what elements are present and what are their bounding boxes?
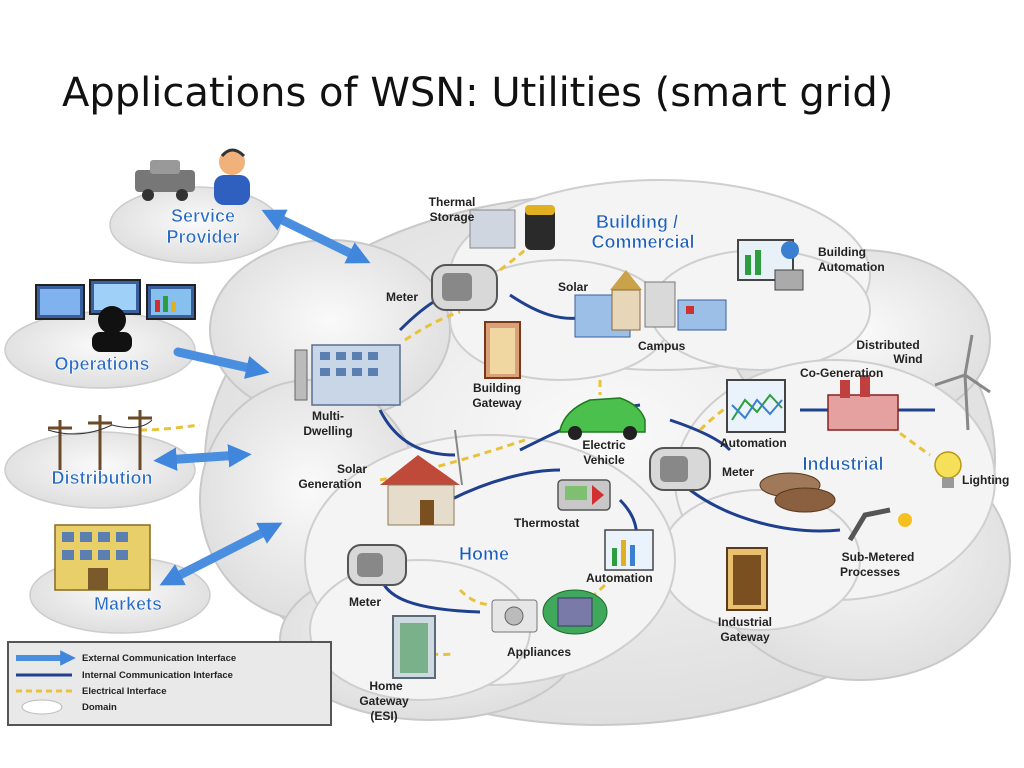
- solar-generation-label-2: Generation: [298, 477, 361, 491]
- multi-dwelling-icon: [294, 344, 401, 406]
- thermal-storage-icon: [469, 205, 555, 250]
- legend-label-domain: Domain: [82, 702, 117, 713]
- house-solar-icon: [380, 429, 463, 526]
- thermostat-label: Thermostat: [514, 516, 579, 530]
- industrial-rolls-icon: [759, 472, 836, 513]
- building-domain-label-2: Commercial: [591, 232, 694, 252]
- industrial-meter-icon: [649, 447, 711, 491]
- truck-icon: [135, 160, 195, 201]
- building-automation-icon: [737, 239, 804, 291]
- appliances-icon: [491, 589, 608, 635]
- electric-vehicle-icon: [559, 397, 646, 440]
- legend-cloud-swatch: [21, 699, 63, 715]
- technician-icon: [214, 148, 250, 205]
- light-bulb-icon: [934, 451, 962, 488]
- co-generation-icon: [827, 375, 899, 431]
- sub-metered-label-1: Sub-Metered: [842, 550, 915, 564]
- building-gateway-icon: [484, 321, 521, 379]
- home-meter-label: Meter: [349, 595, 381, 609]
- distribution-label: Distribution: [52, 468, 153, 488]
- building-automation-label-2: Automation: [818, 260, 885, 274]
- solar-top-label: Solar: [558, 280, 588, 294]
- industrial-automation-icon: [726, 379, 786, 433]
- home-gateway-label-3: (ESI): [370, 709, 397, 723]
- home-gateway-label-2: Gateway: [359, 694, 409, 708]
- building-gateway-label-1: Building: [473, 381, 521, 395]
- home-automation-label: Automation: [586, 571, 653, 585]
- appliances-label: Appliances: [507, 645, 571, 659]
- meter-top-label: Meter: [386, 290, 418, 304]
- power-poles-icon: [47, 410, 153, 470]
- co-generation-label: Co-Generation: [800, 366, 883, 380]
- building-automation-label-1: Building: [818, 245, 866, 259]
- thermal-storage-label-1: Thermal: [429, 195, 476, 209]
- wind-turbine-icon: [934, 334, 991, 431]
- distributed-wind-label-2: Wind: [893, 352, 922, 366]
- legend-label-electrical: Electrical Interface: [82, 686, 167, 697]
- legend-label-internal: Internal Communication Interface: [82, 670, 233, 681]
- campus-label: Campus: [638, 339, 686, 353]
- distributed-wind-label-1: Distributed: [856, 338, 919, 352]
- multi-dwelling-label-2: Dwelling: [303, 424, 352, 438]
- industrial-automation-label: Automation: [720, 436, 787, 450]
- building-domain-label-1: Building /: [596, 212, 678, 232]
- sub-metered-label-2: Processes: [840, 565, 900, 579]
- home-meter-icon: [347, 544, 407, 586]
- electric-vehicle-label-2: Vehicle: [583, 453, 625, 467]
- building-gateway-label-2: Gateway: [472, 396, 522, 410]
- home-gateway-label-1: Home: [369, 679, 403, 693]
- market-building-icon: [54, 524, 151, 591]
- markets-label: Markets: [94, 594, 162, 614]
- legend: External Communication Interface Interna…: [7, 641, 332, 726]
- multi-dwelling-label-1: Multi-: [312, 409, 344, 423]
- industrial-gateway-icon: [726, 547, 768, 611]
- robot-arm-icon: [847, 507, 912, 542]
- electric-vehicle-label-1: Electric: [582, 438, 626, 452]
- legend-label-external: External Communication Interface: [82, 653, 236, 664]
- lighting-label: Lighting: [962, 473, 1009, 487]
- industrial-domain-label: Industrial: [802, 454, 883, 474]
- industrial-gateway-label-1: Industrial: [718, 615, 772, 629]
- thermostat-icon: [557, 479, 611, 511]
- industrial-gateway-label-2: Gateway: [720, 630, 770, 644]
- home-domain-label: Home: [459, 544, 509, 564]
- industrial-meter-label: Meter: [722, 465, 754, 479]
- thermal-storage-label-2: Storage: [430, 210, 475, 224]
- meter-icon: [431, 264, 498, 311]
- slide-title: Applications of WSN: Utilities (smart gr…: [62, 70, 894, 116]
- external-arrows: [153, 209, 371, 586]
- service-provider-label-2: Provider: [166, 227, 239, 247]
- service-provider-label-1: Service: [171, 206, 235, 226]
- campus-buildings-icon: [574, 270, 727, 338]
- home-automation-icon: [604, 529, 654, 571]
- operations-monitors-icon: [35, 279, 196, 352]
- home-gateway-icon: [392, 615, 436, 679]
- solar-generation-label-1: Solar: [337, 462, 367, 476]
- operations-label: Operations: [54, 354, 149, 374]
